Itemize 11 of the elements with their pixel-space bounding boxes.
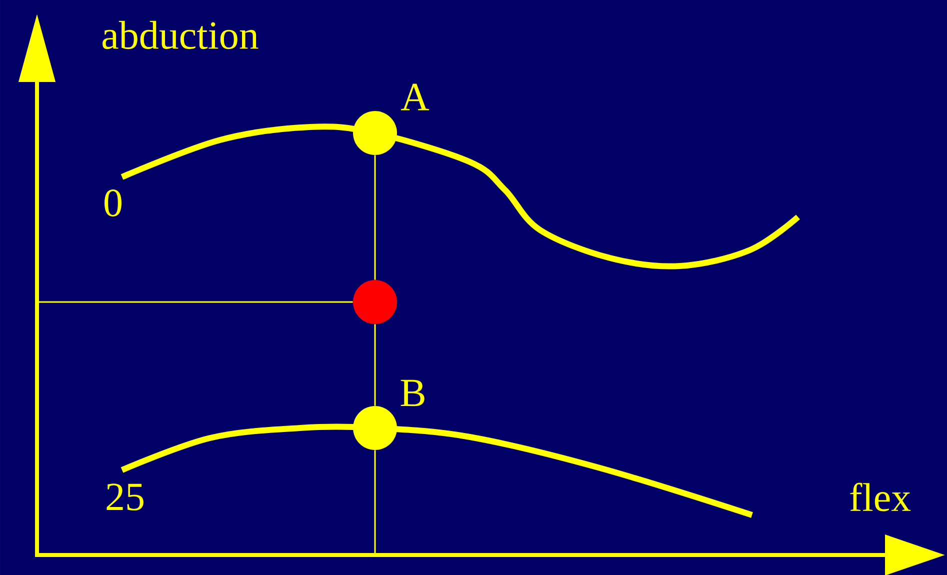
connector-line — [374, 155, 376, 280]
axis-label: abduction — [102, 20, 258, 50]
point-marker — [353, 280, 397, 324]
curve-label: 25 — [106, 484, 144, 510]
axis-label: flex — [850, 482, 911, 512]
connector-line — [39, 301, 353, 303]
point-label: A — [400, 84, 430, 110]
connector-line — [374, 450, 376, 553]
point-label: B — [400, 380, 424, 406]
curve-label: 0 — [104, 190, 122, 216]
connector-line — [374, 324, 376, 406]
